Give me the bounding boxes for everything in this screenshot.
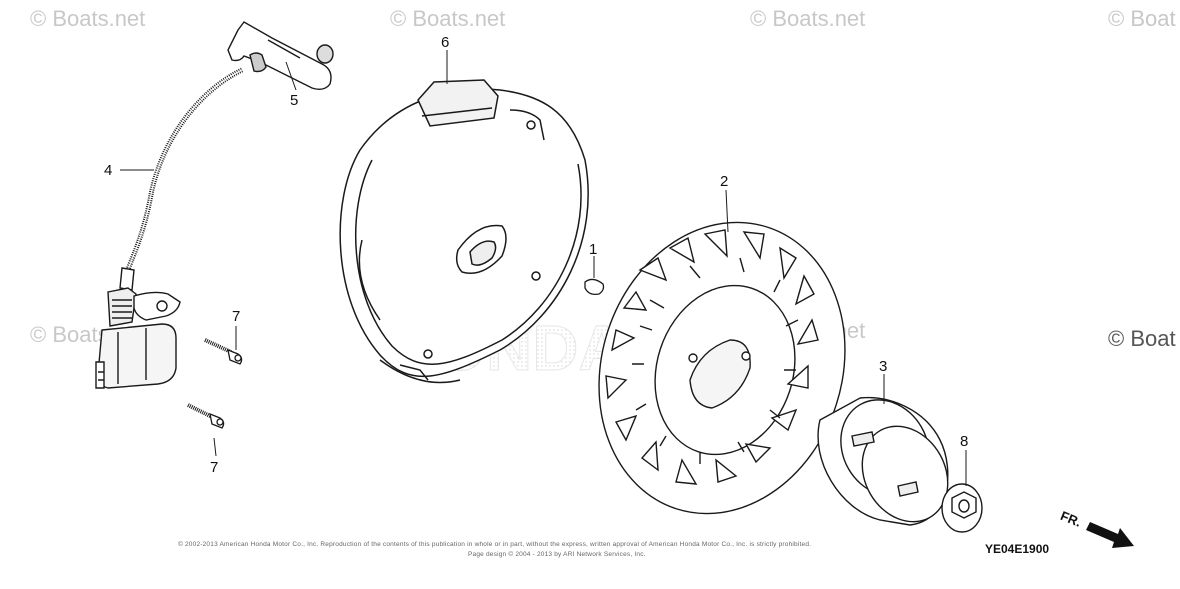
callout-4[interactable]: 4 xyxy=(104,162,113,179)
callout-2[interactable]: 2 xyxy=(720,173,729,190)
watermark-top-left: © Boats.net xyxy=(30,6,146,31)
starter-pulley-part-3 xyxy=(817,396,949,526)
bolt-part-7-upper xyxy=(204,338,243,365)
flywheel-part-2 xyxy=(598,221,846,515)
callout-7-upper[interactable]: 7 xyxy=(232,308,241,325)
callout-5[interactable]: 5 xyxy=(290,92,299,109)
callout-3[interactable]: 3 xyxy=(879,358,888,375)
bolt-part-7-lower xyxy=(187,403,225,429)
callout-6[interactable]: 6 xyxy=(441,34,450,51)
callout-1[interactable]: 1 xyxy=(589,241,598,258)
spark-plug-cap-part-5 xyxy=(227,21,334,91)
watermark-top-center: © Boats.net xyxy=(390,6,506,31)
watermark-top-right: © Boats.net xyxy=(750,6,866,31)
callout-7-lower[interactable]: 7 xyxy=(210,459,219,476)
callout-8[interactable]: 8 xyxy=(960,433,969,450)
front-direction-arrow xyxy=(1086,522,1134,548)
flange-nut-part-8 xyxy=(941,483,983,533)
watermark-mid-edge: © Boat xyxy=(1108,326,1176,351)
woodruff-key-part-1 xyxy=(584,278,605,296)
leader-lines xyxy=(120,50,967,486)
fan-shroud-part-6 xyxy=(339,79,589,384)
ignition-coil-part-4 xyxy=(95,67,244,389)
copyright-line-1: © 2002-2013 American Honda Motor Co., In… xyxy=(178,541,812,548)
watermark-top-edge: © Boat xyxy=(1108,6,1176,31)
diagram-code: YE04E1900 xyxy=(985,542,1050,556)
copyright-line-2: Page design © 2004 - 2013 by ARI Network… xyxy=(468,551,646,558)
